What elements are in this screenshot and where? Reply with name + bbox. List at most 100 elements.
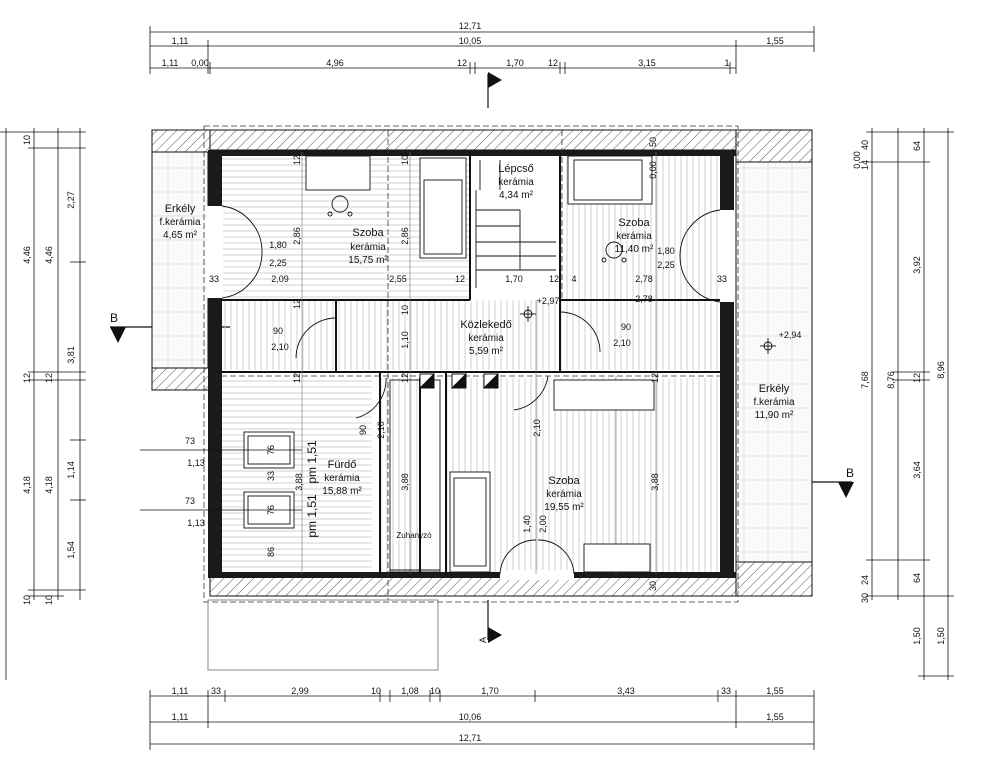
inner-dim: 90 bbox=[273, 326, 283, 336]
dim-right-col2-e: 64 bbox=[912, 573, 922, 583]
dim-left-col2-e: 10 bbox=[44, 595, 54, 605]
room-area: 4,65 m² bbox=[163, 230, 198, 241]
inner-dim: 33 bbox=[717, 274, 727, 284]
inner-dim: 10 bbox=[400, 155, 410, 165]
inner-dim: 1,40 bbox=[522, 515, 532, 533]
room-label-zuhanyzo: Zuhanyzó bbox=[396, 531, 432, 540]
left-dimension-lines bbox=[0, 128, 86, 680]
inner-dim: 76 bbox=[266, 505, 276, 515]
room-floor: f.kerámia bbox=[159, 217, 201, 228]
inner-dim: 73 bbox=[185, 496, 195, 506]
dim-right-col2-b: 3,92 bbox=[912, 256, 922, 274]
room-area: 5,59 m² bbox=[469, 346, 504, 357]
balcony-right bbox=[735, 161, 813, 563]
inner-dim: +2,97 bbox=[537, 296, 560, 306]
room-name: Szoba bbox=[548, 475, 580, 487]
inner-dim: pm 1,51 bbox=[305, 494, 319, 538]
room-floor: kerámia bbox=[616, 231, 652, 242]
wardrobe-se bbox=[583, 543, 651, 573]
inner-dim: 2,78 bbox=[635, 274, 653, 284]
room-floor: f.kerámia bbox=[753, 397, 795, 408]
inner-dim: 12 bbox=[650, 373, 660, 383]
chair-icons bbox=[327, 195, 627, 263]
dim-bottom-row1-a: 1,11 bbox=[172, 686, 189, 696]
top-dimension-lines bbox=[149, 26, 815, 74]
inner-dim: 2,10 bbox=[271, 342, 289, 352]
room-label-kozlekedo: Közlekedő kerámia 5,59 m² bbox=[460, 319, 511, 357]
inner-dim: 1,80 bbox=[657, 246, 675, 256]
inner-dim: 12 bbox=[455, 274, 465, 284]
inner-dim: 2,25 bbox=[269, 258, 287, 268]
dim-left-col1-c: 4,18 bbox=[44, 476, 54, 494]
dim-right-col3-a: 8,76 bbox=[886, 371, 896, 389]
room-label-furdo: Fürdő kerámia 15,88 m² bbox=[322, 459, 362, 497]
inner-dim: 33 bbox=[266, 471, 276, 481]
door-opening-left bbox=[207, 206, 223, 298]
inner-dim: 2,10 bbox=[532, 419, 542, 437]
inner-dim: 50 bbox=[648, 137, 658, 147]
room-area: 11,90 m² bbox=[755, 410, 794, 421]
inner-dim: 4 bbox=[571, 274, 576, 284]
dim-bottom-row1-i: 33 bbox=[721, 686, 731, 696]
inner-dimension-labels: 1,80 2,25 33 2,09 2,55 12 1,70 12 4 2,78… bbox=[185, 137, 801, 591]
dim-left-col3-a: 2,27 bbox=[66, 191, 76, 209]
bed-ne bbox=[567, 155, 653, 205]
dim-bottom-row2-b: 10,06 bbox=[459, 712, 482, 722]
dim-bottom-row1-j: 1,55 bbox=[766, 686, 784, 696]
door-swings bbox=[221, 205, 721, 575]
section-b-right-label: B bbox=[846, 466, 854, 480]
dim-bottom-row1-d: 10 bbox=[371, 686, 381, 696]
balcony-left bbox=[151, 151, 209, 369]
dim-right-col1-c: 40 bbox=[860, 140, 870, 150]
inner-dim: 86 bbox=[266, 547, 276, 557]
dim-right-col1-f: 24 bbox=[860, 575, 870, 585]
inner-dim: 90 bbox=[621, 322, 631, 332]
room-floor: kerámia bbox=[498, 177, 534, 188]
room-name: Szoba bbox=[352, 227, 384, 239]
inner-dim: 3,88 bbox=[650, 473, 660, 491]
room-name: Fürdő bbox=[328, 459, 357, 471]
shower bbox=[389, 379, 441, 573]
door-opening-bottom bbox=[500, 570, 574, 580]
right-dimension-lines bbox=[866, 128, 954, 680]
room-name: Erkély bbox=[165, 203, 196, 215]
interior-walls bbox=[222, 152, 720, 574]
dim-top-row2-c: 1,55 bbox=[766, 36, 784, 46]
inner-dim: 1,13 bbox=[187, 458, 205, 468]
dim-top-row3-e: 1,70 bbox=[506, 58, 524, 68]
inner-dim: 30 bbox=[648, 581, 658, 591]
dim-bottom-row1-e: 1,08 bbox=[401, 686, 419, 696]
room-area: 4,34 m² bbox=[499, 190, 534, 201]
dim-bottom-row2-a: 1,11 bbox=[172, 712, 189, 722]
dim-left-col1-d: 10 bbox=[22, 595, 32, 605]
dim-top-row2-a: 1,11 bbox=[172, 36, 189, 46]
inner-dim: 90 bbox=[358, 425, 368, 435]
inner-dim: 2,25 bbox=[657, 260, 675, 270]
ventilation-ducts bbox=[418, 372, 499, 389]
dim-top-row3-c: 4,96 bbox=[326, 58, 344, 68]
staircase bbox=[475, 160, 556, 288]
section-a-label: A bbox=[478, 637, 488, 643]
room-label-lepcso: Lépcső kerámia 4,34 m² bbox=[498, 163, 534, 201]
room-label-szoba-se: Szoba kerámia 19,55 m² bbox=[544, 475, 584, 513]
inner-dim: 2,10 bbox=[376, 421, 386, 439]
room-area: 15,88 m² bbox=[322, 486, 362, 497]
inner-dim: 2,78 bbox=[635, 294, 653, 304]
room-label-szoba-nw: Szoba kerámia 15,75 m² bbox=[348, 227, 388, 266]
room-name: Szoba bbox=[618, 217, 650, 229]
dim-left-col1-b: 3,81 bbox=[66, 346, 76, 364]
dim-right-col2-c: 12 bbox=[912, 373, 922, 383]
dim-left-col3-b: 12 bbox=[44, 373, 54, 383]
inner-dim: 12 bbox=[292, 299, 302, 309]
dim-bottom-row2-c: 1,55 bbox=[766, 712, 784, 722]
dim-right-col1-a: 0,00 bbox=[852, 151, 862, 169]
inner-dim: 12 bbox=[400, 373, 410, 383]
dim-top-row2-b: 10,05 bbox=[459, 36, 482, 46]
dim-right-col1-e: 30 bbox=[860, 593, 870, 603]
bath-dimension-lines bbox=[140, 449, 302, 511]
dim-top-row3-b: 0,00 bbox=[191, 58, 209, 68]
dim-bottom-row1-h: 3,43 bbox=[617, 686, 635, 696]
room-name: Lépcső bbox=[498, 163, 533, 175]
room-area: 15,75 m² bbox=[348, 255, 388, 266]
